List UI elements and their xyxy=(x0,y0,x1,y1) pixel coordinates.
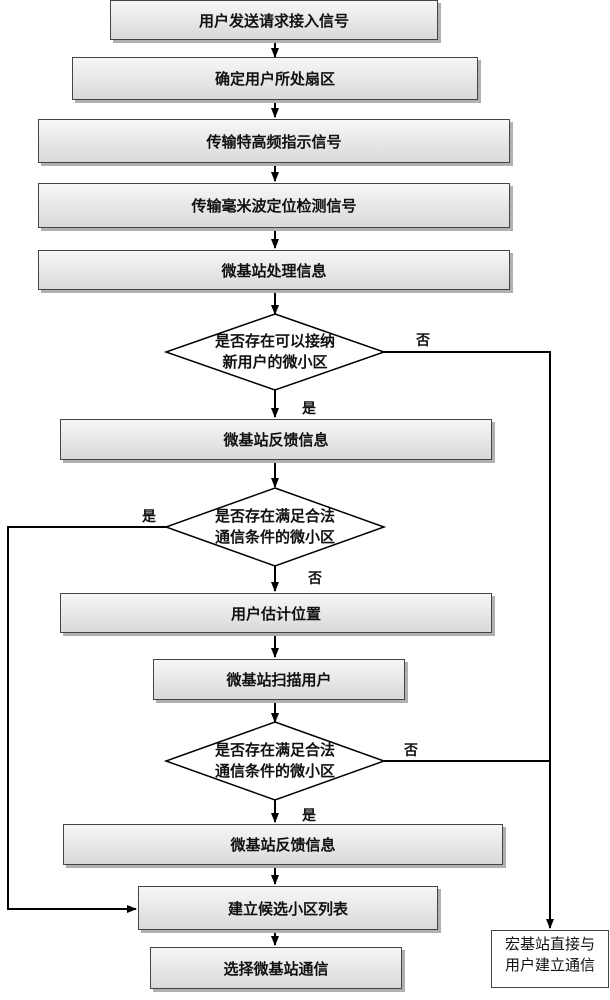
step-micro-bs-scan-user: 微基站扫描用户 xyxy=(153,659,405,700)
step-determine-sector: 确定用户所处扇区 xyxy=(72,57,478,100)
decision-2-line2: 通信条件的微小区 xyxy=(214,528,335,546)
step-send-access-request: 用户发送请求接入信号 xyxy=(110,0,438,40)
decision-3-text: 是否存在满足合法 通信条件的微小区 xyxy=(185,740,365,782)
step-user-estimate-position: 用户估计位置 xyxy=(60,593,492,633)
macro-bs-direct-communication: 宏基站直接与 用户建立通信 xyxy=(491,930,609,988)
decision-1-no-label: 否 xyxy=(416,333,430,349)
step-transmit-mmwave-signal: 传输毫米波定位检测信号 xyxy=(38,183,510,228)
step-select-micro-bs: 选择微基站通信 xyxy=(150,947,402,989)
decision-3-line1: 是否存在满足合法 xyxy=(214,741,335,759)
decision-2-text: 是否存在满足合法 通信条件的微小区 xyxy=(185,506,365,548)
decision-3-no-label: 否 xyxy=(404,743,418,759)
side-line1: 宏基站直接与 xyxy=(504,935,595,953)
decision-1-line2: 新用户的微小区 xyxy=(222,353,328,371)
decision-2-no-label: 否 xyxy=(308,571,322,587)
decision-2-shape xyxy=(163,487,387,567)
decision-3-shape xyxy=(163,721,387,801)
decision-3-line2: 通信条件的微小区 xyxy=(214,762,335,780)
step-micro-bs-feedback-1: 微基站反馈信息 xyxy=(60,419,492,460)
decision-1-shape xyxy=(163,313,387,391)
step-build-candidate-list: 建立候选小区列表 xyxy=(138,886,438,930)
step-micro-bs-feedback-2: 微基站反馈信息 xyxy=(63,824,503,865)
step-transmit-uhf-signal: 传输特高频指示信号 xyxy=(38,119,510,163)
decision-1-line1: 是否存在可以接纳 xyxy=(214,332,335,350)
step-micro-bs-process: 微基站处理信息 xyxy=(38,250,510,290)
decision-2-yes-label: 是 xyxy=(142,509,156,525)
decision-1-text: 是否存在可以接纳 新用户的微小区 xyxy=(185,331,365,373)
arrow-d1-no xyxy=(384,351,554,929)
decision-3-yes-label: 是 xyxy=(302,808,316,824)
decision-2-line1: 是否存在满足合法 xyxy=(214,507,335,525)
decision-1-yes-label: 是 xyxy=(302,401,316,417)
arrow-d2-yes xyxy=(7,526,166,913)
side-line2: 用户建立通信 xyxy=(504,956,595,974)
